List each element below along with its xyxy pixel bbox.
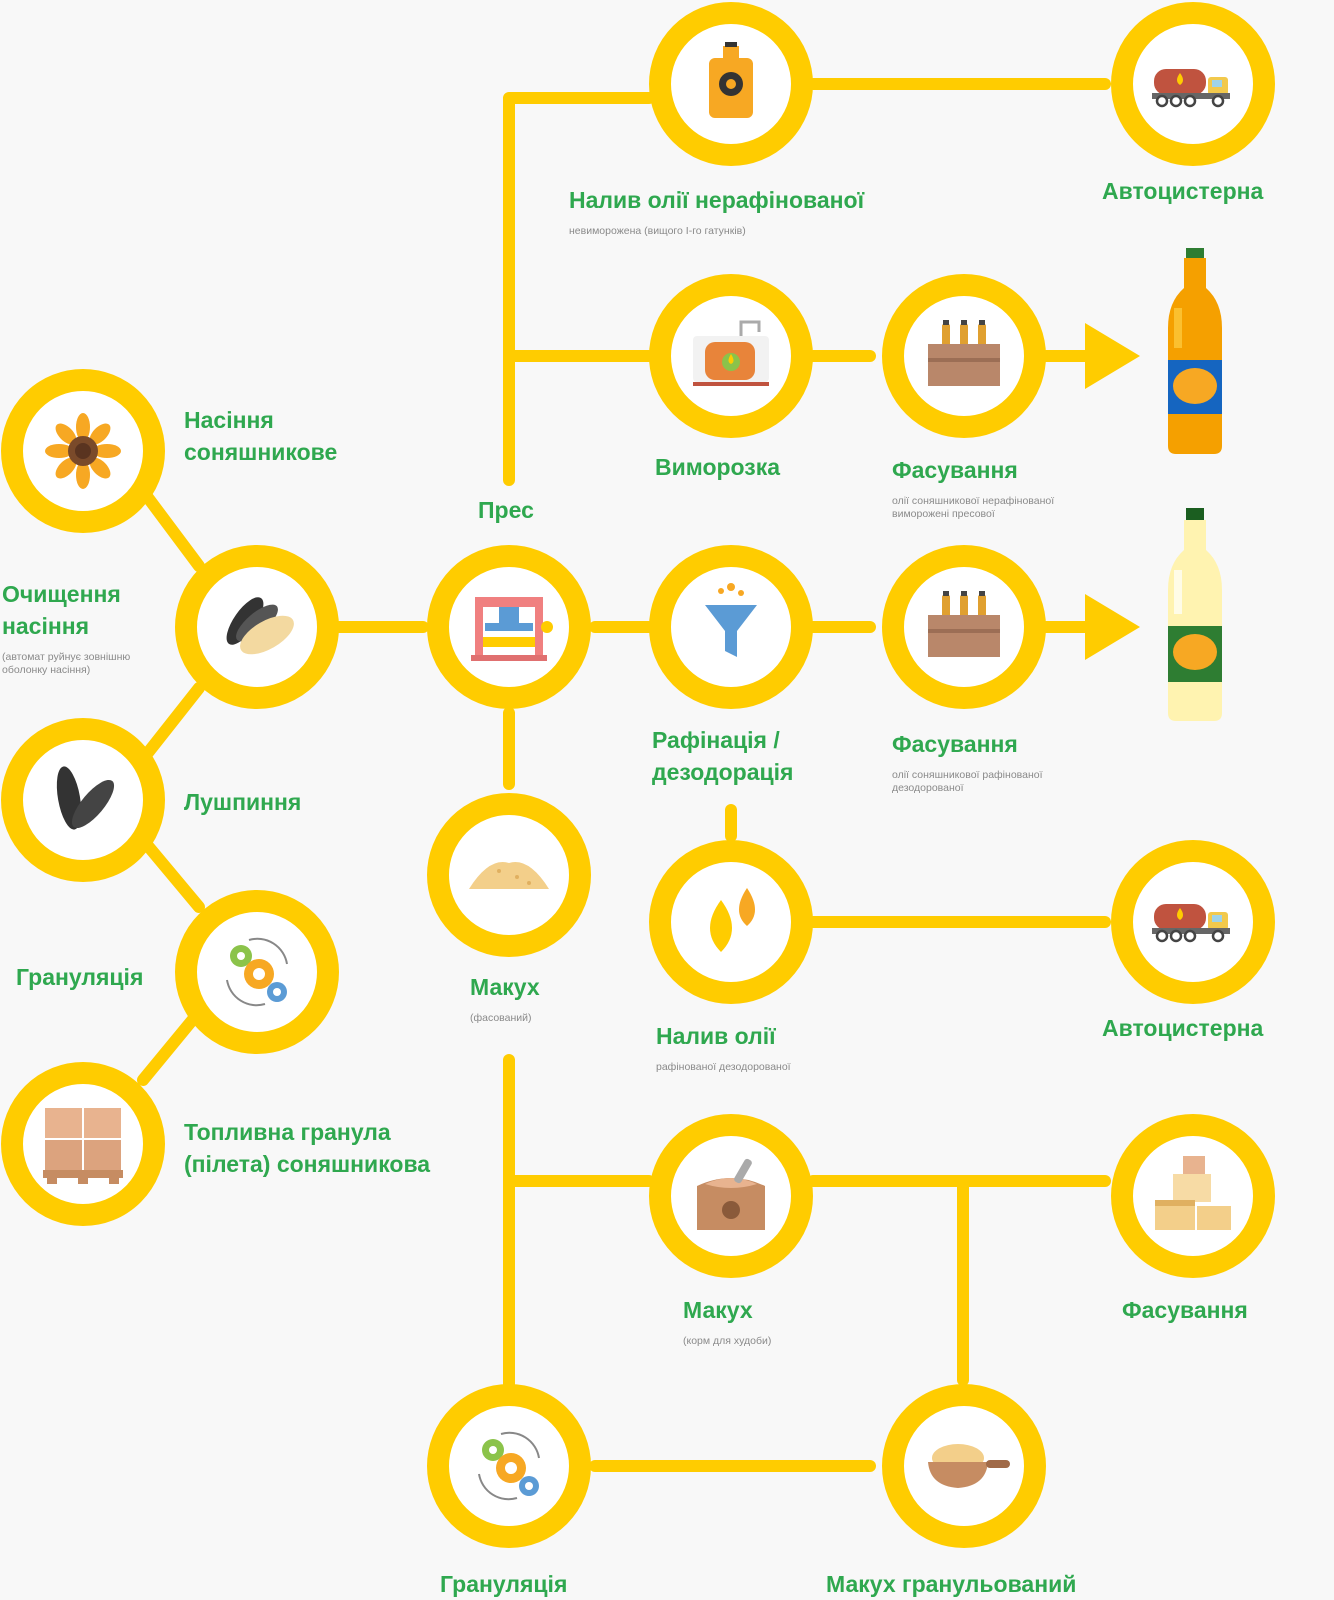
label-granulation-left: Грануляція bbox=[16, 964, 144, 990]
sublabel-packing-refined-line2: дезодорованої bbox=[892, 782, 964, 794]
node-fuel bbox=[1, 1062, 165, 1226]
label-packing-frozen: Фасування bbox=[892, 457, 1018, 483]
connector-line bbox=[137, 682, 205, 765]
label-oil-fill: Налив олії bbox=[656, 1023, 776, 1049]
sublabel-oil-fill: рафінованої дезодорованої bbox=[656, 1061, 791, 1073]
sublabel-unrefined-fill: невиморожена (вищого І-го гатунків) bbox=[569, 225, 746, 237]
bowl-icon bbox=[928, 1444, 1010, 1488]
feed-sack-icon bbox=[697, 1158, 765, 1230]
label-refining-line1: Рафінація / bbox=[652, 727, 780, 753]
oil-drops-icon bbox=[710, 888, 755, 952]
pallet-icon bbox=[43, 1108, 123, 1184]
label-packing-cake: Фасування bbox=[1122, 1297, 1248, 1323]
tank-icon bbox=[693, 320, 769, 386]
sublabel-cake-packed: (фасований) bbox=[470, 1012, 532, 1024]
label-seeds-line2: соняшникове bbox=[184, 439, 338, 465]
label-refining-line2: дезодорація bbox=[652, 759, 794, 785]
oil-bottle-icon bbox=[1168, 248, 1222, 454]
sunflower-icon bbox=[45, 413, 121, 489]
seeds-icon bbox=[226, 597, 294, 655]
sublabel-cake-feed: (корм для худоби) bbox=[683, 1335, 772, 1347]
label-freezing: Виморозка bbox=[655, 454, 781, 480]
label-cake-granulated: Макух гранульований bbox=[826, 1571, 1077, 1597]
label-granulation-bottom: Грануляція bbox=[440, 1571, 568, 1597]
funnel-icon bbox=[705, 583, 757, 657]
boxes-icon bbox=[1155, 1156, 1231, 1230]
connector-line bbox=[137, 485, 205, 572]
label-packing-refined: Фасування bbox=[892, 731, 1018, 757]
label-seeds-line1: Насіння bbox=[184, 407, 274, 433]
label-press: Прес bbox=[478, 497, 534, 523]
label-tanker-top: Автоцистерна bbox=[1102, 178, 1264, 204]
pile-icon bbox=[469, 862, 549, 889]
press-icon bbox=[471, 597, 553, 661]
label-husk: Лушпиння bbox=[184, 789, 302, 815]
label-fuel-line2: (пілета) соняшникова bbox=[184, 1151, 431, 1177]
arrow-head bbox=[1085, 594, 1140, 660]
husk-icon bbox=[56, 766, 115, 830]
connector-line bbox=[503, 92, 655, 486]
label-tanker-mid: Автоцистерна bbox=[1102, 1015, 1264, 1041]
oil-can-icon bbox=[709, 42, 753, 118]
arrow-head bbox=[1085, 323, 1140, 389]
oil-bottle-icon bbox=[1168, 508, 1222, 721]
sublabel-packing-frozen-line1: олії соняшникової нерафінованої bbox=[892, 495, 1055, 507]
label-cake-packed: Макух bbox=[470, 974, 540, 1000]
label-unrefined-fill: Налив олії нерафінованої bbox=[569, 187, 865, 213]
label-cleaning-line2: насіння bbox=[2, 613, 90, 639]
sublabel-packing-refined-line1: олії соняшникової рафінованої bbox=[892, 769, 1043, 781]
label-cake-feed: Макух bbox=[683, 1297, 753, 1323]
sublabel-packing-frozen-line2: виморожені пресової bbox=[892, 508, 995, 520]
label-fuel-line1: Топливна гранула bbox=[184, 1119, 391, 1145]
label-cleaning-line1: Очищення bbox=[2, 581, 121, 607]
sublabel-cleaning-line1: (автомат руйнує зовнішню bbox=[2, 651, 131, 663]
connector-line bbox=[137, 834, 205, 913]
sublabel-cleaning-line2: оболонку насіння) bbox=[2, 664, 91, 676]
connector-line bbox=[137, 1006, 205, 1086]
